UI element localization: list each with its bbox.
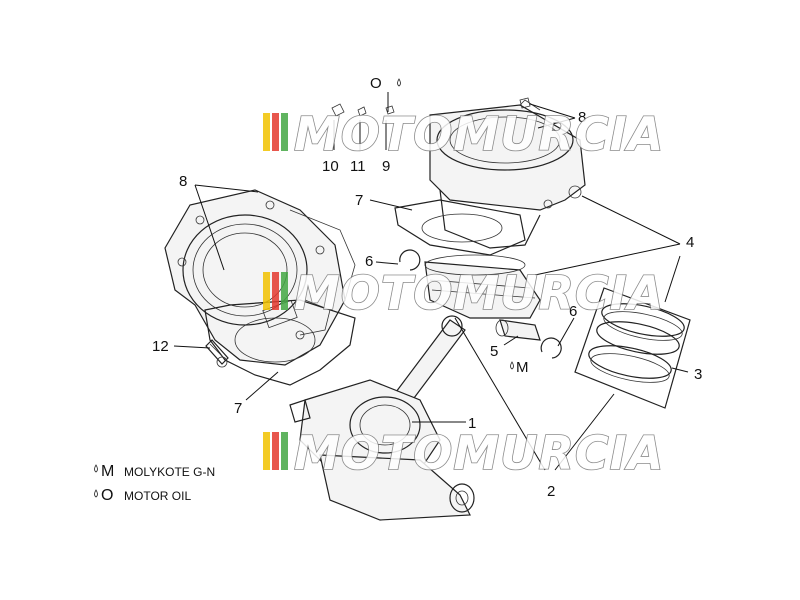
watermark-bottom: MOTOMURCIA	[263, 425, 664, 481]
callout-10: 10	[322, 158, 339, 175]
callout-8-left: 8	[179, 173, 187, 190]
legend-label-molykote: MOLYKOTE G-N	[124, 465, 215, 479]
callout-4: 4	[686, 234, 694, 251]
callout-9: 9	[382, 158, 390, 175]
callout-7-lower: 7	[234, 400, 242, 417]
legend-symbol-o: O	[101, 487, 113, 504]
cylinder-block-left	[164, 189, 356, 366]
circlip-right	[540, 337, 562, 359]
watermark-text: MOTOMURCIA	[294, 107, 664, 161]
callout-1: 1	[468, 415, 476, 432]
cylinder-head-gasket	[394, 199, 526, 256]
callout-12: 12	[152, 338, 169, 355]
drop-icon	[94, 464, 98, 473]
drop-icon	[510, 361, 514, 370]
piston-pin	[495, 319, 541, 341]
callout-6-right: 6	[569, 303, 577, 320]
crankshaft-assembly	[289, 315, 475, 521]
circlip-left	[399, 249, 421, 271]
watermark-text: MOTOMURCIA	[294, 266, 664, 320]
leader-lines	[173, 92, 689, 471]
callout-11: 11	[350, 158, 366, 175]
watermark-middle: MOTOMURCIA	[263, 265, 664, 321]
legend: M MOLYKOTE G-N O MOTOR OIL	[101, 463, 215, 504]
piston	[424, 254, 541, 319]
legend-label-motor-oil: MOTOR OIL	[124, 489, 191, 503]
drop-icon	[94, 489, 98, 498]
callout-5: 5	[490, 343, 498, 360]
small-fittings	[331, 97, 531, 117]
callout-m-small: M	[516, 359, 529, 376]
drop-icon	[397, 78, 401, 87]
callout-6-left: 6	[365, 253, 373, 270]
stud-bolt	[205, 339, 229, 368]
piston-rings-set	[574, 287, 691, 409]
watermark-text: MOTOMURCIA	[294, 426, 664, 480]
callout-o-top: O	[370, 75, 382, 92]
callout-3: 3	[694, 366, 702, 383]
watermark-top: MOTOMURCIA	[263, 106, 664, 162]
cylinder-upper	[429, 99, 586, 249]
callout-8-right: 8	[578, 109, 586, 126]
callout-2: 2	[547, 483, 555, 500]
legend-symbol-m: M	[101, 463, 114, 480]
callout-7-upper: 7	[355, 192, 363, 209]
